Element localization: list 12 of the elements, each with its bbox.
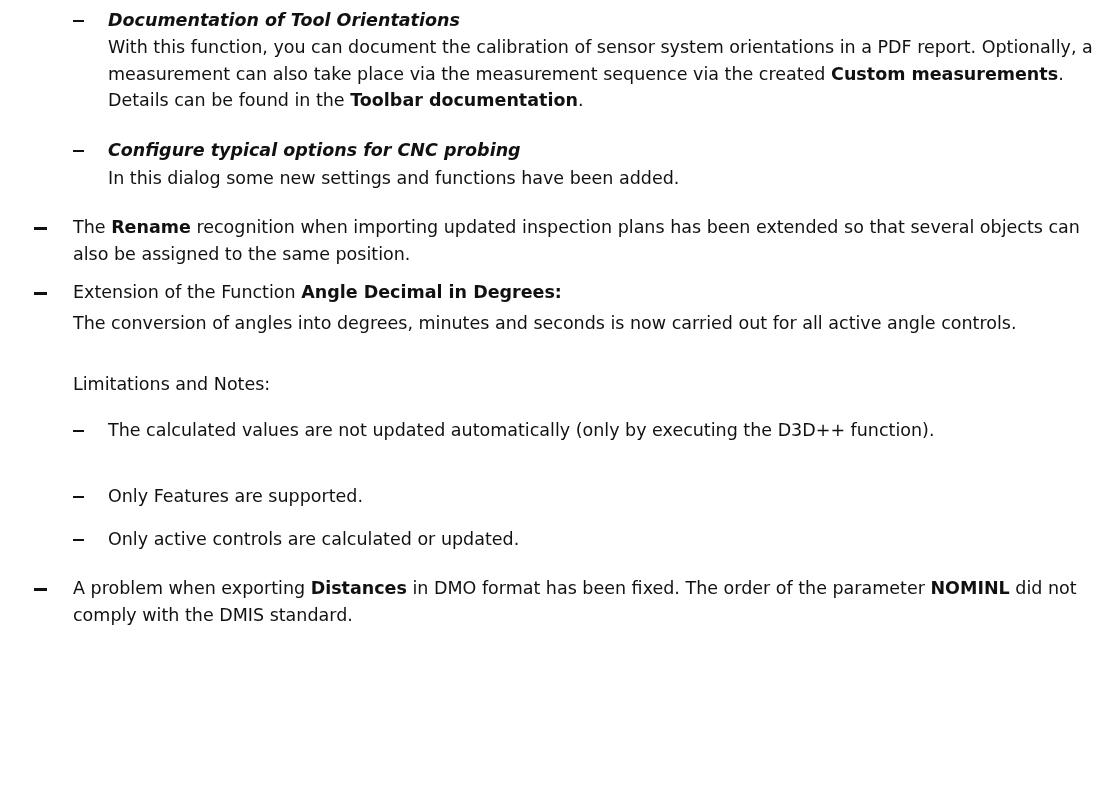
item-heading: Documentation of Tool Orientations	[108, 9, 461, 32]
list-item-text: Only Features are supported.	[108, 485, 364, 508]
note-heading: Limitations and Notes:	[73, 373, 272, 396]
list-item-text: The calculated values are not updated automatically (only by executing the D3D++ function).	[108, 419, 936, 442]
list-item-text: Extension of the Function Angle Decimal in Degrees:	[73, 281, 563, 304]
list-item-text: The Rename recognition when importing updated inspection plans has been extended so that several objects can also be assigned to the same position.	[73, 216, 1081, 266]
description-paragraph: With this function, you can document the calibration of sensor system orientations in a PDF report. Optionally, a measurement can also take place via the measurement sequence via the created Custom measurements. Details can be found in the Toolbar documentation.	[108, 36, 1093, 112]
description-paragraph: The conversion of angles into degrees, minutes and seconds is now carried out for all active angle controls.	[73, 312, 1018, 335]
description-paragraph: In this dialog some new settings and functions have been added.	[108, 167, 681, 190]
item-heading: Configure typical options for CNC probing	[108, 139, 522, 162]
list-item-text: A problem when exporting Distances in DMO format has been fixed. The order of the parameter NOMINL did not comply with the DMIS standard.	[73, 577, 1078, 627]
list-item-text: Only active controls are calculated or updated.	[108, 528, 521, 551]
